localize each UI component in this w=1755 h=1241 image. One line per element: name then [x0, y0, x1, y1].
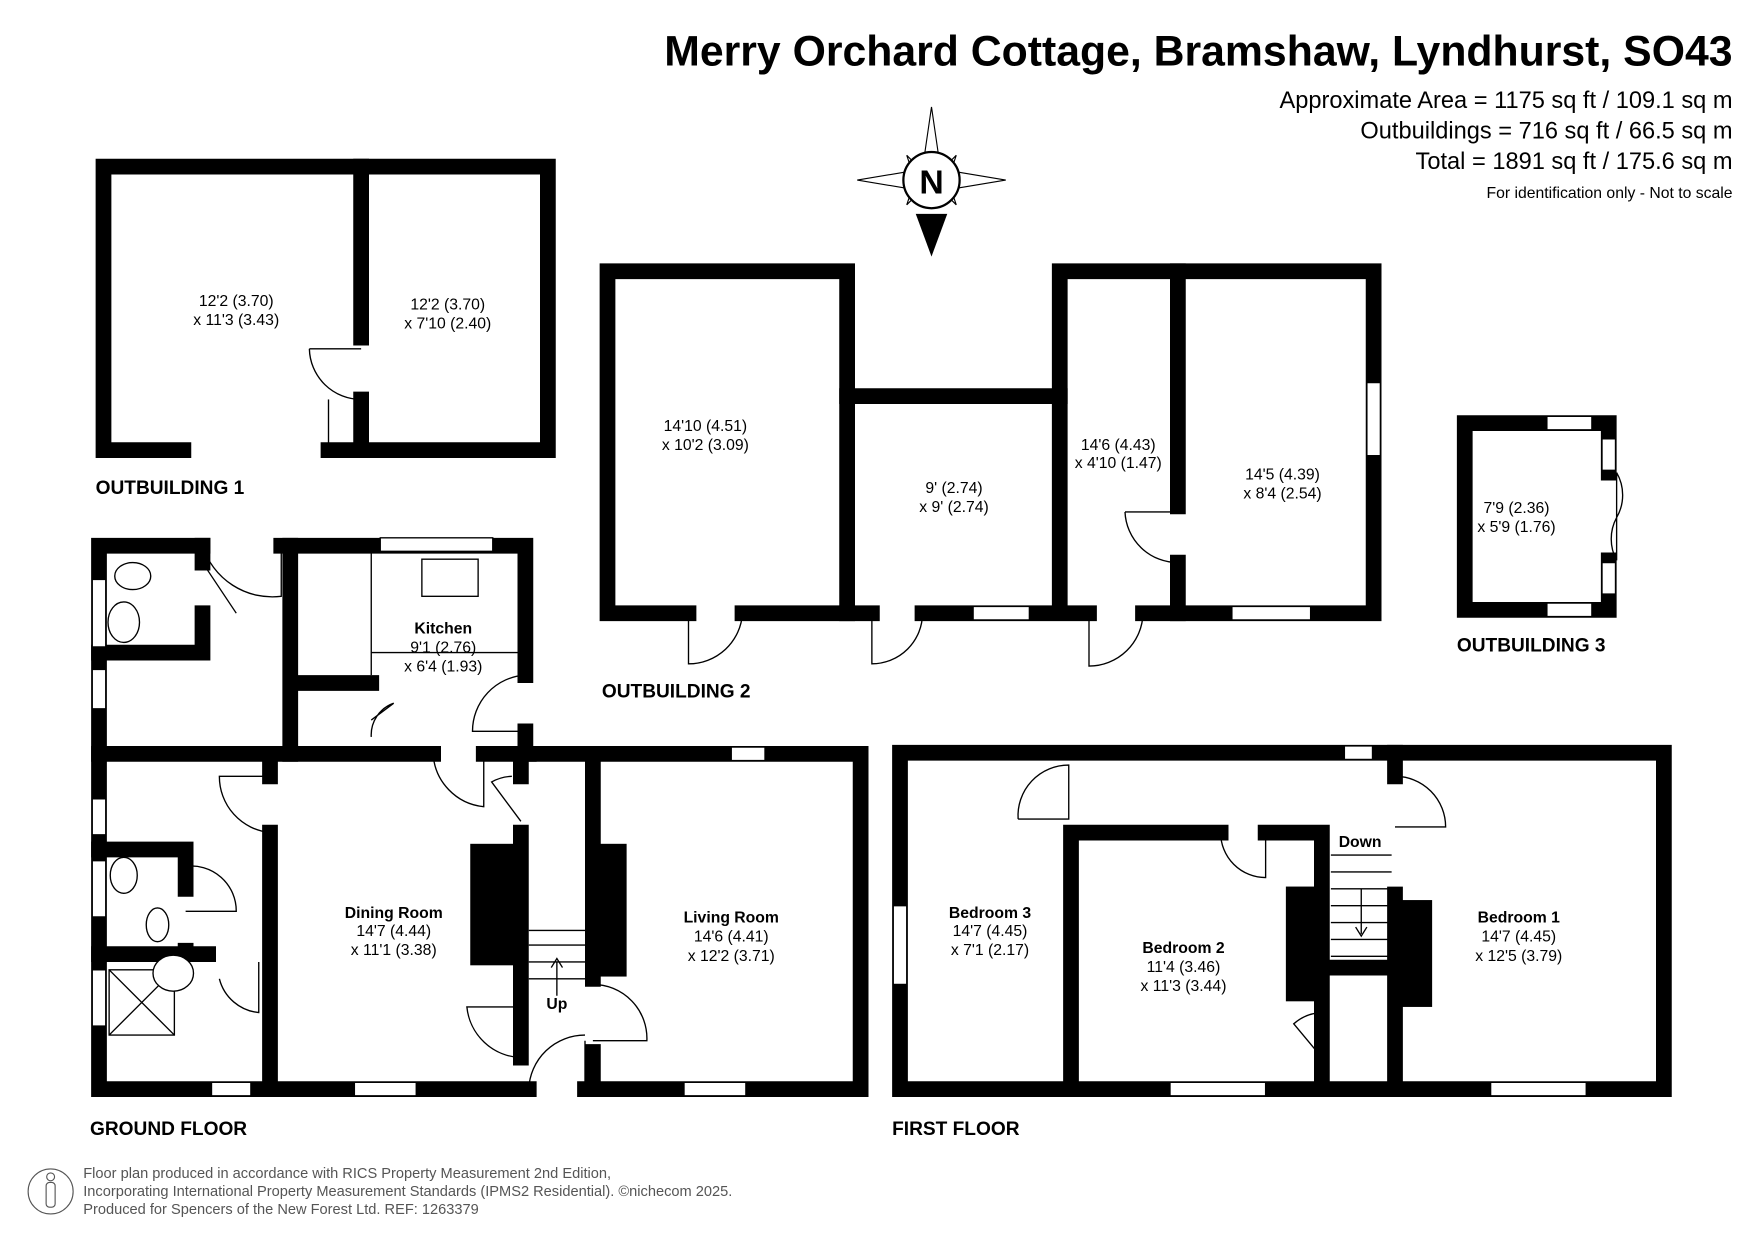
outbuilding-2: 14'10 (4.51) x 10'2 (3.09) 9' (2.74) x 9…	[599, 263, 1382, 667]
property-title: Merry Orchard Cottage, Bramshaw, Lyndhur…	[664, 27, 1732, 75]
disclaimer: For identification only - Not to scale	[1487, 185, 1733, 202]
outbuilding-3: 7'9 (2.36) x 5'9 (1.76)	[1456, 415, 1624, 618]
outbuilding-2-label: OUTBUILDING 2	[602, 682, 751, 703]
room-name-bedroom-3: Bedroom 3	[949, 905, 1032, 922]
stairs-up-label: Up	[546, 996, 567, 1013]
ground-floor-label: GROUND FLOOR	[90, 1119, 247, 1140]
room-dimension: x 11'1 (3.38)	[351, 942, 437, 959]
first-floor: Down Bedroom 3 14'7 (4.45) x 7'1 (2.17) …	[892, 744, 1672, 1097]
room-dimension: 9'1 (2.76)	[410, 640, 476, 657]
stairs-down-label: Down	[1339, 834, 1382, 851]
room-dimension: 7'9 (2.36)	[1483, 500, 1549, 517]
room-dimension: x 6'4 (1.93)	[404, 659, 482, 676]
person-scale-icon	[27, 1168, 74, 1215]
room-dimension: 14'7 (4.45)	[953, 923, 1028, 940]
room-dimension: x 12'2 (3.71)	[688, 948, 775, 965]
total-area: Total = 1891 sq ft / 175.6 sq m	[1416, 149, 1733, 175]
north-compass-icon: N	[857, 106, 1006, 257]
room-dimension: x 8'4 (2.54)	[1243, 485, 1321, 502]
room-dimension: x 11'3 (3.43)	[193, 312, 279, 329]
room-dimension: 14'6 (4.43)	[1081, 437, 1156, 454]
room-dimension: x 7'10 (2.40)	[404, 316, 491, 333]
footer-line: Produced for Spencers of the New Forest …	[83, 1202, 478, 1218]
compass-letter: N	[919, 164, 943, 202]
first-floor-label: FIRST FLOOR	[892, 1119, 1020, 1140]
room-dimension: x 4'10 (1.47)	[1075, 455, 1162, 472]
room-dimension: 11'4 (3.46)	[1147, 959, 1221, 976]
room-dimension: 9' (2.74)	[925, 480, 982, 497]
outbuilding-1-label: OUTBUILDING 1	[96, 478, 245, 499]
outbuilding-3-label: OUTBUILDING 3	[1457, 635, 1606, 656]
room-dimension: x 5'9 (1.76)	[1477, 519, 1555, 536]
room-dimension: 14'7 (4.44)	[356, 923, 431, 940]
room-dimension: 14'10 (4.51)	[664, 418, 748, 435]
outbuilding-1: 12'2 (3.70) x 11'3 (3.43) 12'2 (3.70) x …	[95, 158, 556, 458]
room-dimension: 14'5 (4.39)	[1245, 466, 1320, 483]
ground-floor: Kitchen 9'1 (2.76) x 6'4 (1.93) Dining R…	[91, 537, 869, 1097]
outbuildings-area: Outbuildings = 716 sq ft / 66.5 sq m	[1360, 118, 1732, 144]
room-dimension: 12'2 (3.70)	[199, 293, 274, 310]
room-dimension: x 7'1 (2.17)	[951, 942, 1029, 959]
room-name-kitchen: Kitchen	[414, 620, 472, 637]
room-name-dining-room: Dining Room	[345, 905, 443, 922]
room-name-bedroom-1: Bedroom 1	[1478, 910, 1561, 927]
approximate-area: Approximate Area = 1175 sq ft / 109.1 sq…	[1280, 88, 1733, 114]
room-dimension: 12'2 (3.70)	[410, 296, 485, 313]
room-dimension: 14'6 (4.41)	[694, 929, 769, 946]
room-dimension: 14'7 (4.45)	[1481, 929, 1556, 946]
room-name-bedroom-2: Bedroom 2	[1142, 940, 1225, 957]
room-dimension: x 9' (2.74)	[919, 499, 989, 516]
footer-line: Incorporating International Property Mea…	[83, 1184, 732, 1200]
footer-line: Floor plan produced in accordance with R…	[83, 1166, 611, 1182]
room-dimension: x 12'5 (3.79)	[1475, 948, 1562, 965]
room-dimension: x 10'2 (3.09)	[662, 437, 749, 454]
room-name-living-room: Living Room	[684, 910, 779, 927]
room-dimension: x 11'3 (3.44)	[1141, 978, 1227, 995]
